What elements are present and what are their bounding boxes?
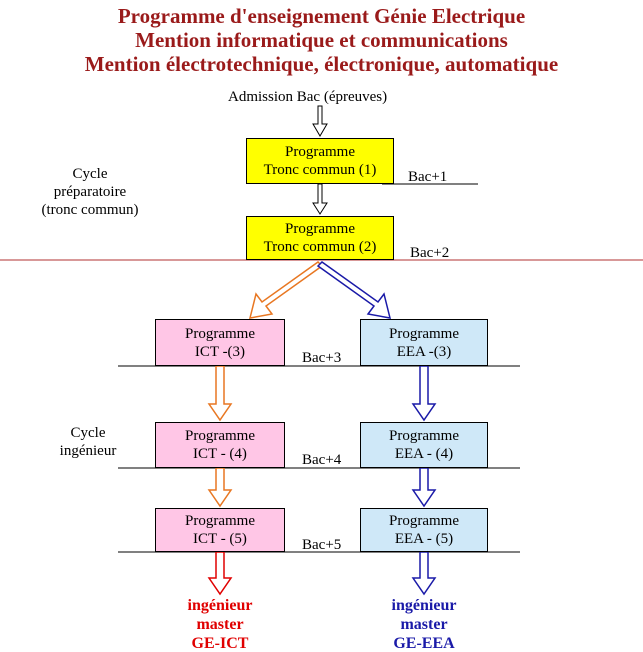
arrow-ict-3-4 xyxy=(207,365,233,422)
arrow-admission xyxy=(312,105,328,137)
arrow-tronc-1-2 xyxy=(312,183,328,215)
arrow-eea-4-5 xyxy=(411,467,437,508)
arrow-branch-eea xyxy=(316,261,392,319)
title-line-3: Mention électrotechnique, électronique, … xyxy=(84,52,559,76)
cycle-preparatoire-label: Cycle préparatoire (tronc commun) xyxy=(41,166,139,218)
cycle-ingenieur-label: Cycle ingénieur xyxy=(59,425,117,459)
outcome-ge-eea: ingénieur master GE-EEA xyxy=(391,597,457,652)
level-label-bac1: Bac+1 xyxy=(408,169,448,185)
title-line-2: Mention informatique et communications xyxy=(135,28,508,52)
arrow-eea-outcome xyxy=(411,551,437,596)
level-label-bac4: Bac+4 xyxy=(302,452,342,468)
level-label-bac2: Bac+2 xyxy=(410,245,450,261)
admission-label: Admission Bac (épreuves) xyxy=(228,89,388,105)
arrow-eea-3-4 xyxy=(411,365,437,422)
title-line-1: Programme d'enseignement Génie Electriqu… xyxy=(117,4,526,28)
arrow-ict-4-5 xyxy=(207,467,233,508)
arrow-ict-outcome xyxy=(207,551,233,596)
outcome-ge-ict: ingénieur master GE-ICT xyxy=(187,597,253,652)
level-label-bac3: Bac+3 xyxy=(302,350,342,366)
level-label-bac5: Bac+5 xyxy=(302,537,342,553)
arrow-branch-ict xyxy=(248,261,324,319)
